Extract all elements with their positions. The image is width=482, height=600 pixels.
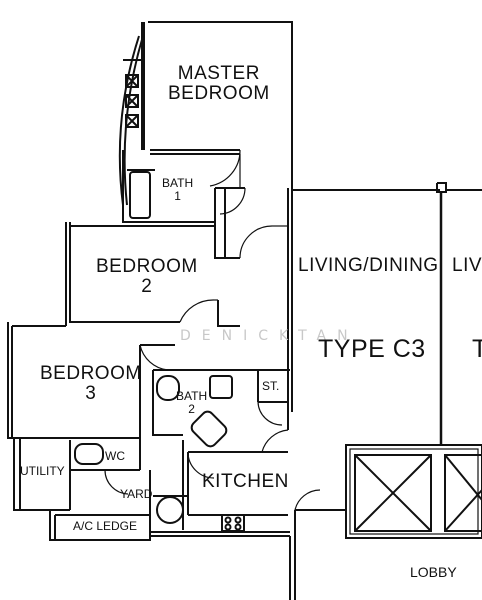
living-dining-label: LIVING/DINING [298,255,439,276]
walls [7,21,482,600]
unit-type-label: TYPE C3 [318,335,426,363]
living-partial-label: LIV [452,255,482,276]
wc-label: WC [105,449,125,463]
ac-ledge-label: A/C LEDGE [73,519,138,533]
yard-label: YARD [120,487,153,501]
bedroom-3-label: BEDROOM 3 [40,363,142,404]
bath-2-label: BATH 2 [176,389,208,416]
watermark-text: DENICKTAN [180,328,359,344]
kitchen-label: KITCHEN [202,471,289,492]
utility-label: UTILITY [20,464,65,478]
unit-type-partial-label: T [472,335,482,363]
store-label: ST. [262,379,280,393]
master-bedroom-label: MASTER BEDROOM [168,63,270,104]
bedroom-2-label: BEDROOM 2 [96,256,198,297]
bath-1-label: BATH 1 [162,176,194,203]
lobby-label: LOBBY [410,564,457,580]
door-swings [104,149,321,511]
